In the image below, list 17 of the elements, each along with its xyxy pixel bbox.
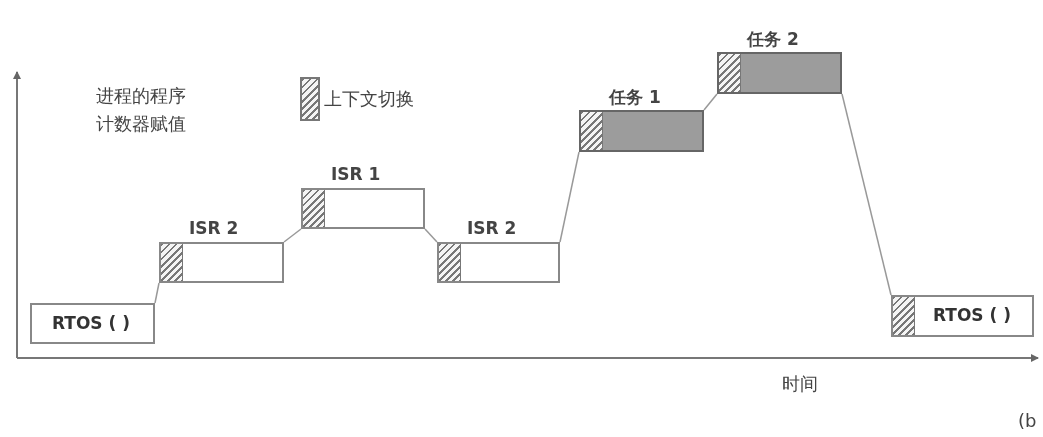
bar-heading: 任务 1	[609, 86, 661, 109]
bar-heading: ISR 2	[189, 218, 239, 238]
transition-line	[559, 151, 580, 243]
legend-text: 上下文切换	[324, 87, 414, 111]
bar-heading: 任务 2	[747, 28, 799, 51]
bar-heading: ISR 1	[331, 164, 381, 184]
transition-line	[703, 93, 718, 111]
transition-line	[424, 228, 438, 243]
bar-label: RTOS ( )	[933, 305, 1011, 325]
figure-label: (b	[1018, 410, 1037, 431]
transition-line	[283, 228, 302, 243]
bar-heading: ISR 2	[467, 218, 517, 238]
transition-line	[154, 282, 160, 304]
note-text: 进程的程序计数器赋值	[96, 84, 187, 136]
bar-label: RTOS ( )	[52, 313, 130, 333]
transition-line	[841, 93, 892, 296]
axis-label: 时间	[782, 372, 818, 396]
